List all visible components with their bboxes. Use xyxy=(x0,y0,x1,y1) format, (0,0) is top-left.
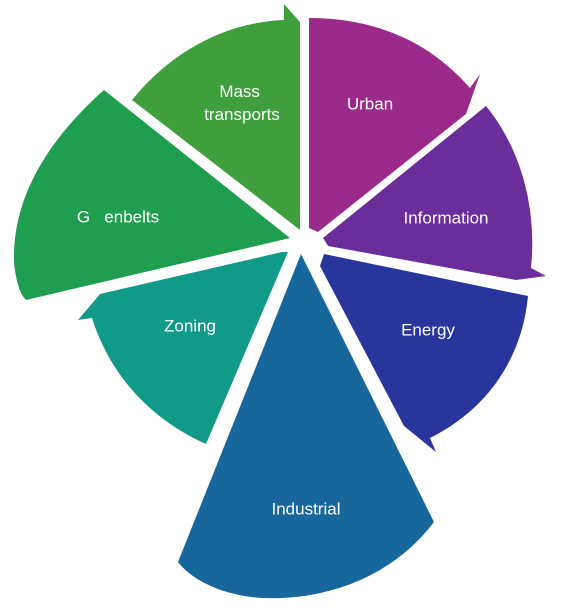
segment-urban[interactable]: Urban xyxy=(309,18,480,232)
segment-energy-label: Energy xyxy=(401,320,455,339)
segment-information-label: Information xyxy=(403,208,488,227)
segment-information[interactable]: Information xyxy=(323,106,546,280)
segment-zoning[interactable]: Zoning xyxy=(78,252,288,444)
segment-urban-shape xyxy=(309,18,480,232)
segment-urban-label: Urban xyxy=(347,94,393,113)
segment-mass-transports-label-line-2: transports xyxy=(204,105,280,124)
segment-industrial[interactable]: Industrial xyxy=(178,254,434,599)
segment-energy-shape xyxy=(320,254,528,452)
segment-mass-transports[interactable]: Mass transports xyxy=(132,4,300,230)
segment-mass-transports-label-line-1: Mass xyxy=(219,82,260,101)
segment-greenbelts-shape xyxy=(13,90,290,300)
segment-greenbelts[interactable]: G enbelts xyxy=(13,90,290,300)
segment-mass-transports-shape xyxy=(132,4,300,230)
segment-zoning-shape xyxy=(78,252,288,444)
segment-energy[interactable]: Energy xyxy=(320,254,528,452)
segment-information-shape xyxy=(323,106,546,280)
segment-mass-transports-label: Mass transports xyxy=(204,82,280,124)
segment-industrial-label: Industrial xyxy=(272,499,341,518)
segment-zoning-label: Zoning xyxy=(164,316,216,335)
segment-industrial-shape xyxy=(178,254,434,599)
segment-greenbelts-label: G enbelts xyxy=(77,207,159,226)
